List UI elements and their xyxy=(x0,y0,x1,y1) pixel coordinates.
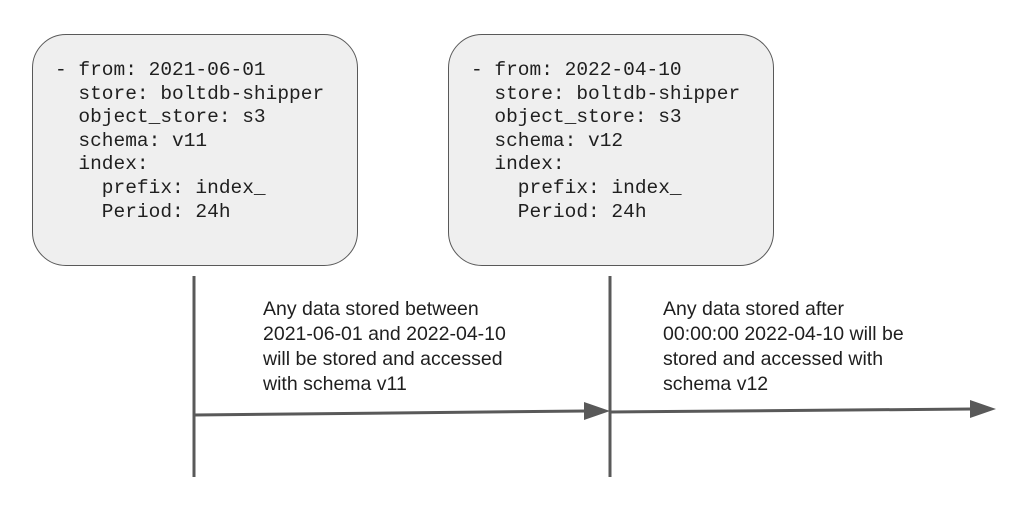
timeline-arrow-1-shaft xyxy=(193,409,587,417)
schema-config-box-v12: - from: 2022-04-10 store: boltdb-shipper… xyxy=(448,34,774,266)
note-line: stored and accessed with xyxy=(663,348,884,370)
config-line: schema: v12 xyxy=(471,129,624,152)
config-line: index: xyxy=(55,153,149,176)
config-lines: - from: 2022-04-10 store: boltdb-shipper… xyxy=(471,59,740,224)
config-line: Period: 24h xyxy=(55,200,231,223)
timeline-arrow-2-head xyxy=(970,400,996,418)
note-line: 2021-06-01 and 2022-04-10 xyxy=(263,323,506,345)
period-note-v11: Any data stored between 2021-06-01 and 2… xyxy=(263,297,506,397)
config-line: prefix: index_ xyxy=(471,176,682,199)
config-line: - from: 2021-06-01 xyxy=(55,59,266,81)
config-lines: - from: 2021-06-01 store: boltdb-shipper… xyxy=(55,59,324,224)
config-line: object_store: s3 xyxy=(471,106,682,129)
config-line: store: boltdb-shipper xyxy=(55,82,325,105)
config-line: object_store: s3 xyxy=(55,106,266,129)
note-line: with schema v11 xyxy=(263,373,407,395)
note-line: Any data stored between xyxy=(263,298,479,320)
note-line: Any data stored after xyxy=(663,298,845,320)
note-line: will be stored and accessed xyxy=(263,348,503,370)
timeline-arrow-2-shaft xyxy=(609,407,973,414)
config-line: - from: 2022-04-10 xyxy=(471,59,682,81)
schema-config-box-v11: - from: 2021-06-01 store: boltdb-shipper… xyxy=(32,34,358,266)
config-line: schema: v11 xyxy=(55,129,208,152)
note-line: 00:00:00 2022-04-10 will be xyxy=(663,323,904,345)
config-line: index: xyxy=(471,153,565,176)
config-line: prefix: index_ xyxy=(55,176,266,199)
config-line: store: boltdb-shipper xyxy=(471,82,741,105)
timeline-arrow-1-head xyxy=(584,402,610,420)
note-line: schema v12 xyxy=(663,373,769,395)
config-line: Period: 24h xyxy=(471,200,647,223)
period-note-v12: Any data stored after 00:00:00 2022-04-1… xyxy=(663,297,904,397)
